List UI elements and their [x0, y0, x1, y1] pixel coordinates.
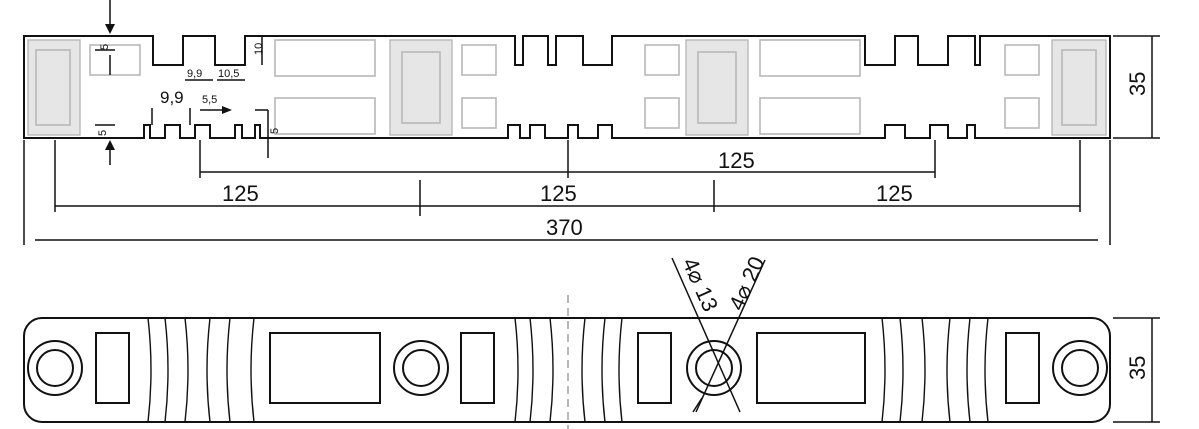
- cutout-1: [95, 332, 130, 404]
- bottom-view: 4⌀ 13 4⌀ 20 35: [23, 253, 1160, 429]
- label-slot-width-b: 10,5: [218, 68, 239, 80]
- cutout-5: [756, 332, 866, 404]
- label-small-depth: 5: [269, 128, 281, 134]
- hole-midright-inner: [695, 349, 733, 387]
- label-notch-depth-bottom: 5: [97, 130, 109, 136]
- gap-arrow: [222, 106, 232, 114]
- label-total-length: 370: [546, 215, 583, 240]
- arrow-bottom-head: [105, 140, 115, 150]
- bottom-view-outline: [23, 317, 1111, 423]
- label-slot-depth: 10: [253, 43, 265, 55]
- end-pillar-left-inner: [35, 49, 71, 126]
- leader-small-hole: [671, 257, 741, 413]
- label-hole-large: 4⌀ 20: [724, 253, 770, 314]
- hole-midleft-inner: [402, 349, 440, 387]
- hidden-features: [27, 39, 1107, 136]
- hidden-slot-11: [89, 44, 141, 76]
- arrow-top-head: [105, 24, 115, 34]
- hole-right-inner: [1061, 349, 1099, 387]
- label-span-b: 125: [540, 181, 577, 206]
- hidden-slot-6: [461, 97, 497, 129]
- label-span-a: 125: [222, 181, 259, 206]
- cutout-4: [637, 332, 672, 404]
- hidden-slot-5: [461, 44, 497, 76]
- hole-right-outer: [1052, 340, 1108, 396]
- label-span-c: 125: [876, 181, 913, 206]
- hole-midright-outer: [686, 340, 742, 396]
- label-height-bottom: 35: [1125, 356, 1150, 380]
- label-slot-width-a: 9,9: [187, 68, 202, 80]
- hidden-slot-3: [759, 39, 861, 77]
- pillar-mid-left-inner: [401, 51, 441, 124]
- label-notch-depth-top: 5: [99, 44, 111, 50]
- top-view-outline: [23, 35, 1111, 139]
- label-span-offset: 125: [718, 148, 755, 173]
- leader-tick-a: [692, 397, 703, 413]
- pillar-mid-right-inner: [697, 51, 737, 124]
- top-view: 5 5 10 9,9 10,5 9,9 5,5 5 35 125: [23, 0, 1160, 245]
- hole-midleft-outer: [393, 340, 449, 396]
- hidden-slot-9: [1004, 44, 1040, 76]
- pillar-mid-left: [389, 39, 453, 136]
- rib-lines: [147, 317, 989, 423]
- label-pitch: 9,9: [160, 88, 184, 107]
- hidden-slot-8: [644, 97, 680, 129]
- hidden-slot-1: [274, 39, 376, 77]
- hole-left-outer: [27, 340, 83, 396]
- pillar-mid-right: [685, 39, 749, 136]
- hole-left-inner: [36, 349, 74, 387]
- cutout-6: [1005, 332, 1040, 404]
- hidden-slot-7: [644, 44, 680, 76]
- hidden-slot-10: [1004, 97, 1040, 129]
- label-height-top: 35: [1125, 72, 1150, 96]
- end-pillar-right: [1051, 39, 1107, 136]
- hidden-slot-4: [759, 97, 861, 135]
- hidden-slot-2: [274, 97, 376, 135]
- cutout-3: [460, 332, 495, 404]
- leader-large-hole: [695, 259, 766, 413]
- end-pillar-right-inner: [1061, 49, 1097, 126]
- cutout-2: [269, 332, 381, 404]
- label-gap: 5,5: [202, 94, 217, 106]
